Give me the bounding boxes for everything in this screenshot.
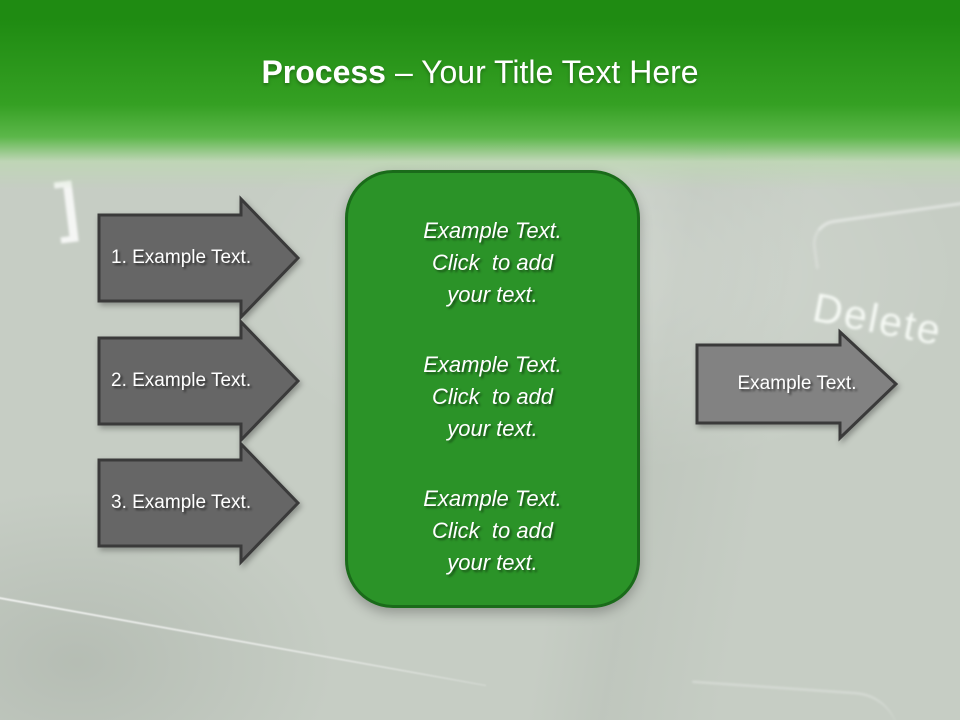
process-step-arrow-1[interactable]: 1. Example Text. (97, 195, 301, 321)
detail-text-line: Example Text. (423, 218, 562, 243)
arrow-right-shape-polygon (97, 195, 301, 321)
arrow-right-shape (695, 328, 899, 442)
keyboard-key-edge-corner (688, 680, 902, 720)
title-banner (0, 0, 960, 190)
slide-title[interactable]: Process– Your Title Text Here (0, 54, 960, 91)
detail-text-line: Click to add (431, 384, 554, 409)
process-step-arrow-2[interactable]: 2. Example Text. (97, 318, 301, 444)
keyboard-key-edge-bottom (0, 596, 487, 687)
arrow-right-shape (97, 195, 301, 321)
arrow-right-shape (97, 318, 301, 444)
arrow-right-shape (97, 440, 301, 566)
detail-text-line: Example Text. (423, 486, 562, 511)
process-step-3-label: 3. Example Text. (111, 492, 252, 513)
process-step-1-label: 1. Example Text. (111, 247, 252, 268)
slide-title-keyword: Process (261, 54, 386, 90)
detail-text-line: your text. (447, 416, 538, 441)
process-step-2-label: 2. Example Text. (111, 370, 252, 391)
keyboard-key-edge-top (809, 201, 960, 269)
detail-text-line: Example Text. (423, 352, 562, 377)
detail-panel[interactable]: Example Text. Click to add your text. Ex… (345, 170, 640, 608)
detail-text-line: Click to add (431, 518, 554, 543)
arrow-right-shape-polygon (97, 440, 301, 566)
output-arrow-label: Example Text. (737, 373, 857, 394)
detail-text-line: your text. (447, 550, 538, 575)
detail-text-block-2[interactable]: Example Text. Click to add your text. (348, 349, 637, 445)
detail-text-line: Click to add (431, 250, 554, 275)
slide-title-text: – Your Title Text Here (394, 54, 699, 90)
process-step-arrow-3[interactable]: 3. Example Text. (97, 440, 301, 566)
arrow-right-shape-polygon (97, 318, 301, 444)
output-arrow[interactable]: Example Text. (695, 328, 899, 442)
arrow-right-shape-polygon (695, 328, 899, 442)
detail-text-line: your text. (447, 282, 538, 307)
detail-text-block-3[interactable]: Example Text. Click to add your text. (348, 483, 637, 579)
detail-text-block-1[interactable]: Example Text. Click to add your text. (348, 215, 637, 311)
